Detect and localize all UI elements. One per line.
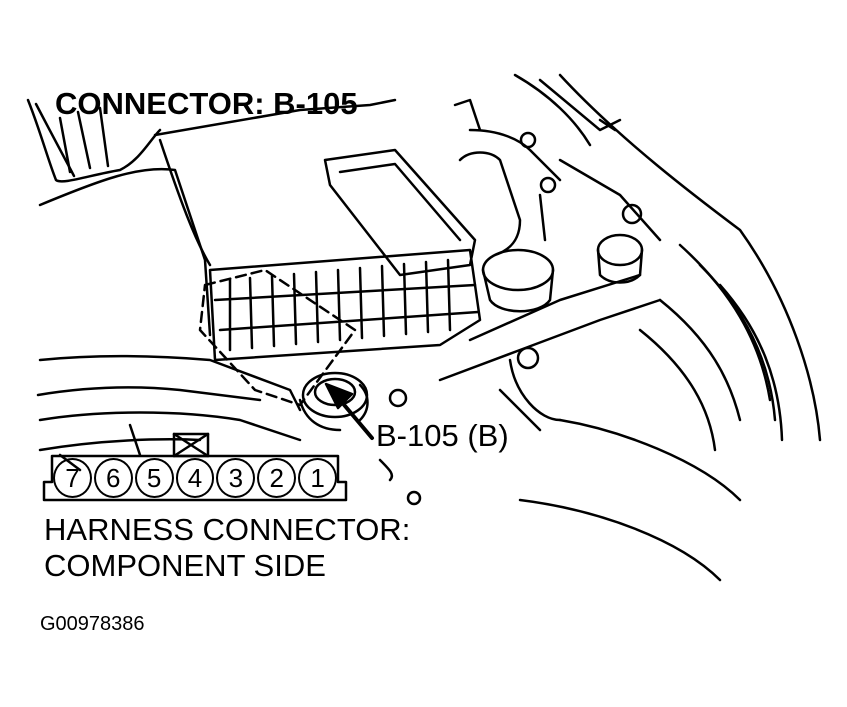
wheel-arch (518, 73, 822, 582)
connector-pin-4: 4 (175, 458, 215, 498)
connector-callout-label: B-105 (B) (376, 418, 509, 453)
connector-title: CONNECTOR: B-105 (55, 86, 358, 121)
harness-caption-line1: HARNESS CONNECTOR: (44, 512, 411, 547)
connector-pin-7: 7 (53, 458, 92, 498)
harness-caption: HARNESS CONNECTOR: COMPONENT SIDE (44, 512, 410, 584)
connector-pin-2: 2 (257, 458, 297, 498)
connector-b105-plug (298, 371, 369, 432)
relay-box (208, 148, 482, 362)
air-cleaner-housing (36, 98, 397, 472)
fender-outline (26, 98, 162, 183)
figure-id: G00978386 (40, 613, 145, 635)
connector-pin-6: 6 (93, 458, 133, 498)
connector-pin-3: 3 (216, 458, 256, 498)
connector-pin-5: 5 (134, 458, 174, 498)
connector-dashed-outline (198, 268, 357, 407)
engine-components (378, 73, 662, 506)
harness-connector-face (42, 432, 348, 502)
harness-caption-line2: COMPONENT SIDE (44, 548, 326, 583)
connector-pin-1: 1 (298, 458, 338, 498)
pointer-arrow (324, 382, 374, 440)
